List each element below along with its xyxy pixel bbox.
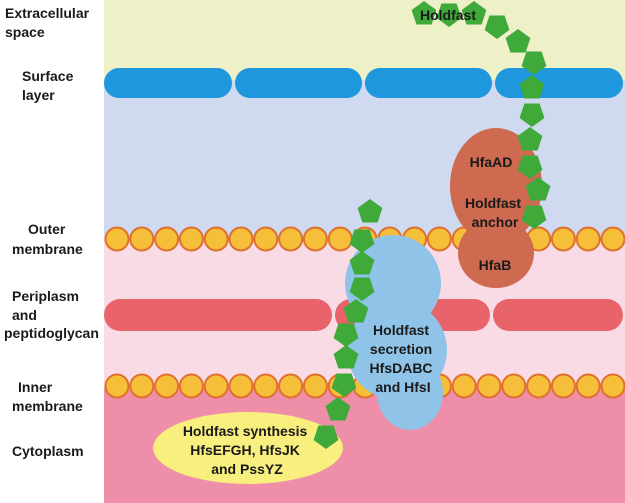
- holdfast-sugar-unit: [436, 3, 462, 27]
- label-inner-membrane: Inner membrane: [12, 379, 83, 414]
- hfaad-protein: [450, 128, 542, 244]
- holdfast-sugar-chain: [313, 1, 551, 449]
- label-cytoplasm: Cytoplasm: [12, 443, 84, 459]
- holdfast-sugar-unit: [461, 1, 487, 25]
- secreted-sugar-unit: [343, 299, 369, 323]
- holdfast-sugar-unit: [505, 29, 531, 53]
- holdfast-sugar-unit: [521, 51, 547, 75]
- secretion-protein-bottom: [377, 356, 443, 430]
- outer-membrane-bead: [178, 226, 204, 252]
- inner-membrane-bead: [302, 373, 328, 399]
- label-periplasm: Periplasm and peptidoglycan: [4, 288, 99, 341]
- secreted-sugar-unit: [357, 199, 383, 223]
- inner-membrane-bead: [501, 373, 527, 399]
- synthesis-protein: [153, 412, 343, 484]
- inner-membrane-bead: [278, 373, 304, 399]
- outer-membrane-bead: [575, 226, 601, 252]
- holdfast-sugar-unit: [517, 127, 543, 151]
- inner-membrane-bead: [104, 373, 130, 399]
- holdfast-sugar-unit: [519, 75, 545, 99]
- outer-membrane-bead: [129, 226, 155, 252]
- label-secretion: Holdfast secretion HfsDABC and HfsI: [370, 322, 437, 395]
- outer-membrane-bead: [550, 226, 576, 252]
- holdfast-sugar-unit: [517, 155, 543, 179]
- inner-membrane-bead: [129, 373, 155, 399]
- inner-membrane-bead: [550, 373, 576, 399]
- outer-membrane-bead: [203, 226, 229, 252]
- surface-pill: [365, 68, 492, 98]
- secreted-sugar-unit: [313, 425, 339, 449]
- inner-membrane-bead: [228, 373, 254, 399]
- secreted-sugar-unit: [333, 345, 359, 369]
- outer-membrane-bead: [426, 226, 452, 252]
- secreted-sugar-unit: [331, 373, 357, 397]
- inner-membrane-bead: [451, 373, 477, 399]
- inner-membrane-bead: [178, 373, 204, 399]
- label-holdfast-anchor: Holdfast anchor: [465, 195, 525, 230]
- label-synthesis: Holdfast synthesis HfsEFGH, HfsJK and Ps…: [183, 423, 311, 477]
- inner-membrane-bead: [154, 373, 180, 399]
- secreted-sugar-unit: [333, 323, 359, 347]
- hfab-protein: [458, 218, 534, 288]
- outer-membrane-bead: [327, 226, 353, 252]
- secreted-sugar-unit: [349, 277, 375, 301]
- outer-membrane-bead: [600, 226, 625, 252]
- holdfast-sugar-unit: [525, 177, 551, 201]
- inner-membrane-bead: [203, 373, 229, 399]
- label-extracellular: Extracellular space: [5, 5, 93, 40]
- surface-pill: [495, 68, 623, 98]
- inner-membrane-bead: [253, 373, 279, 399]
- holdfast-sugar-unit: [484, 15, 510, 39]
- label-hfab: HfaB: [479, 257, 512, 273]
- inner-membrane-bead: [526, 373, 552, 399]
- label-holdfast: Holdfast: [420, 7, 476, 23]
- outer-membrane-bead: [302, 226, 328, 252]
- holdfast-sugar-unit: [411, 1, 437, 25]
- secreted-sugar-unit: [349, 229, 375, 253]
- outer-membrane-bead: [104, 226, 130, 252]
- label-hfaad: HfaAD: [470, 154, 513, 170]
- inner-membrane-bead: [600, 373, 625, 399]
- outer-membrane-bead: [228, 226, 254, 252]
- holdfast-sugar-unit: [521, 205, 547, 229]
- inner-membrane-bead: [476, 373, 502, 399]
- surface-pill: [104, 68, 232, 98]
- inner-membrane-bead: [575, 373, 601, 399]
- peptidoglycan-pill: [104, 299, 332, 331]
- label-surface-layer: Surface layer: [22, 68, 77, 103]
- secreted-sugar-unit: [325, 397, 351, 421]
- outer-membrane-bead: [278, 226, 304, 252]
- peptidoglycan-pill: [493, 299, 623, 331]
- label-outer-membrane: Outer membrane: [12, 221, 83, 257]
- outer-membrane-bead: [253, 226, 279, 252]
- outer-membrane-bead: [154, 226, 180, 252]
- holdfast-sugar-unit: [519, 103, 545, 127]
- secreted-sugar-unit: [349, 251, 375, 275]
- surface-pill: [235, 68, 362, 98]
